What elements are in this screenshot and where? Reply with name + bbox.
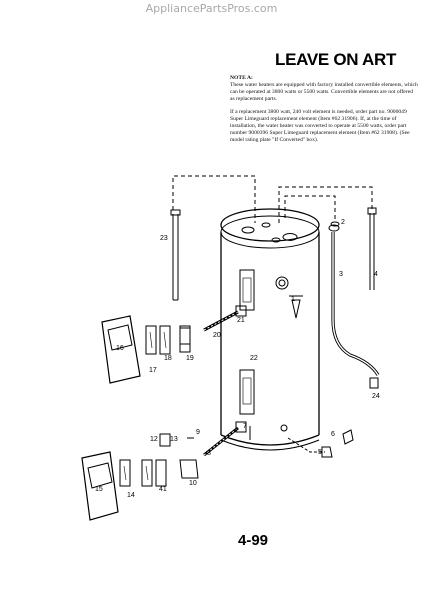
callout-1: 1 bbox=[291, 296, 295, 303]
note-a: NOTE A: These water heaters are equipped… bbox=[230, 75, 418, 150]
anode-rod bbox=[170, 209, 181, 301]
callout-6: 6 bbox=[331, 431, 335, 438]
note-paragraph-2: If a replacement 3800 watt, 240 volt ele… bbox=[230, 109, 410, 143]
fitting-6 bbox=[342, 429, 354, 445]
callout-4: 4 bbox=[374, 271, 378, 278]
note-label: NOTE A: bbox=[230, 75, 253, 81]
callout-12: 12 bbox=[150, 436, 158, 443]
callout-9: 9 bbox=[196, 429, 200, 436]
gasket-2 bbox=[330, 221, 340, 227]
drain-line bbox=[287, 437, 325, 453]
art-title: LEAVE ON ART bbox=[275, 50, 397, 69]
callout-18: 18 bbox=[164, 355, 172, 362]
site-watermark: AppliancePartsPros.com bbox=[145, 2, 278, 15]
note-paragraph-1: These water heaters are equipped with fa… bbox=[230, 82, 418, 102]
callout-3: 3 bbox=[339, 271, 343, 278]
callout-8: 8 bbox=[207, 450, 211, 457]
drain-hose bbox=[328, 224, 380, 376]
callout-5: 5 bbox=[318, 449, 322, 456]
dashed-leader-left bbox=[172, 175, 256, 223]
callout-19: 19 bbox=[186, 355, 194, 362]
upper-element bbox=[203, 305, 247, 332]
lower-thermostat bbox=[159, 433, 171, 447]
water-heater-tank bbox=[220, 208, 320, 451]
callout-16: 16 bbox=[116, 345, 124, 352]
callout-labels: 1 2 3 4 5 6 7 8 9 10 12 13 14 15 16 17 1… bbox=[95, 219, 380, 499]
callout-13: 13 bbox=[170, 436, 178, 443]
callout-41: 41 bbox=[159, 486, 167, 493]
callout-23: 23 bbox=[160, 235, 168, 242]
bracket-10 bbox=[179, 459, 199, 479]
dip-tube bbox=[367, 207, 377, 290]
callout-22: 22 bbox=[250, 355, 258, 362]
thermostat-18 bbox=[179, 325, 191, 345]
callout-24: 24 bbox=[372, 393, 380, 400]
lower-element bbox=[203, 421, 247, 457]
dashed-leader-mid bbox=[284, 195, 336, 220]
page-number: 4-99 bbox=[238, 532, 269, 549]
callout-15: 15 bbox=[95, 486, 103, 493]
nipple-24 bbox=[369, 377, 379, 389]
dashed-leader-right bbox=[278, 186, 373, 223]
callout-17: 17 bbox=[149, 367, 157, 374]
callout-20: 20 bbox=[213, 332, 221, 339]
callout-10: 10 bbox=[189, 480, 197, 487]
callout-21: 21 bbox=[237, 317, 245, 324]
callout-7: 7 bbox=[243, 423, 247, 430]
callout-14: 14 bbox=[127, 492, 135, 499]
relief-valve bbox=[289, 295, 303, 319]
callout-2: 2 bbox=[341, 219, 345, 226]
drain-valve bbox=[321, 446, 333, 458]
lower-access-cover bbox=[81, 451, 167, 521]
